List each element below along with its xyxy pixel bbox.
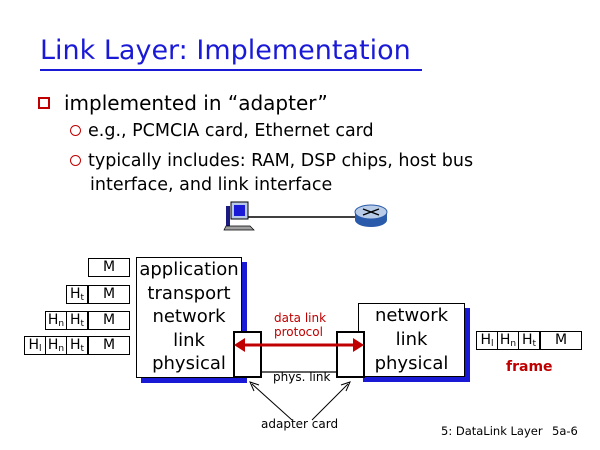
transport-header-box: Ht	[66, 336, 88, 355]
phys-link-label: phys. link	[273, 370, 331, 384]
main-bullet-text: implemented in “adapter”	[64, 91, 328, 115]
computer-icon	[223, 201, 255, 231]
sub-bullet-2-continuation: interface, and link interface	[90, 175, 333, 195]
stack-layer-transport: transport	[147, 282, 231, 304]
payload-box: M	[88, 258, 130, 277]
transport-header-box: Ht	[66, 285, 88, 304]
left-protocol-stack: application transport network link physi…	[136, 257, 242, 378]
link-header-box: Hl	[476, 331, 498, 350]
left-adapter-box	[233, 331, 262, 378]
stack-layer-network: network	[152, 306, 226, 328]
circle-bullet-icon	[70, 155, 81, 166]
square-bullet-icon	[38, 97, 50, 109]
payload-box: M	[540, 331, 582, 350]
frame-label: frame	[506, 359, 553, 375]
stack-layer-network: network	[374, 305, 449, 326]
right-protocol-stack: network link physical	[358, 303, 465, 377]
stack-layer-physical: physical	[374, 353, 449, 374]
network-header-box: Hn	[45, 311, 67, 330]
sub-bullet-1-text: e.g., PCMCIA card, Ethernet card	[88, 121, 374, 141]
network-header-box: Hn	[497, 331, 519, 350]
network-header-box: Hn	[45, 336, 67, 355]
payload-box: M	[88, 285, 130, 304]
transport-header-box: Ht	[518, 331, 540, 350]
sub-bullet-2: typically includes: RAM, DSP chips, host…	[70, 149, 473, 173]
data-link-protocol-label: data link protocol	[274, 311, 327, 339]
right-adapter-box	[336, 331, 365, 378]
router-icon	[354, 204, 388, 227]
adapter-card-arrows	[249, 381, 351, 421]
slide-title: Link Layer: Implementation	[40, 35, 411, 66]
stack-layer-application: application	[139, 259, 239, 280]
circle-bullet-icon	[70, 125, 81, 136]
stack-layer-link: link	[395, 329, 428, 350]
stack-layer-physical: physical	[152, 353, 226, 375]
footer-page-number: 5a-6	[552, 424, 578, 438]
network-link-graphic	[223, 201, 388, 231]
data-link-protocol-arrow	[234, 338, 364, 352]
main-bullet: implemented in “adapter”	[38, 91, 328, 115]
sub-bullet-2-text: typically includes: RAM, DSP chips, host…	[88, 151, 474, 171]
transport-header-box: Ht	[66, 311, 88, 330]
sub-bullet-1: e.g., PCMCIA card, Ethernet card	[70, 119, 374, 143]
stack-layer-link: link	[173, 329, 205, 351]
payload-box: M	[88, 311, 130, 330]
link-header-box: Hl	[24, 336, 46, 355]
diagram-arrows	[234, 338, 364, 421]
payload-box: M	[88, 336, 130, 355]
adapter-card-label: adapter card	[261, 417, 339, 431]
title-underline	[40, 69, 422, 71]
footer-chapter: 5: DataLink Layer	[441, 424, 543, 438]
